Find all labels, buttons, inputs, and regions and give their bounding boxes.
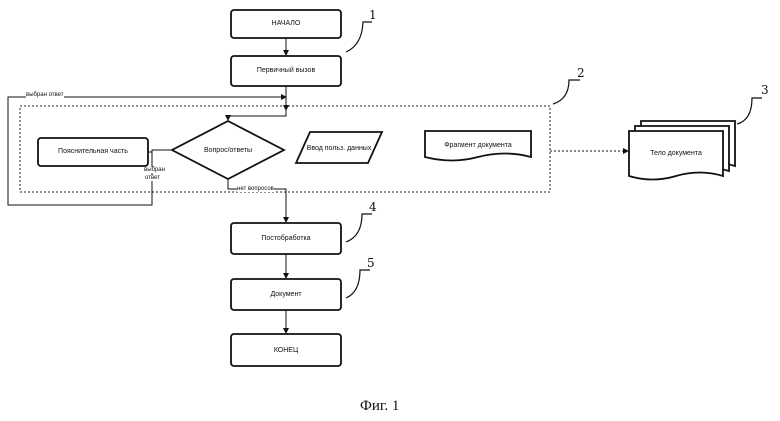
question-label: Вопрос/ответы xyxy=(180,147,276,154)
primary-call-label: Первичный вызов xyxy=(231,67,341,74)
callout-leader-1 xyxy=(346,22,372,52)
callout-leader-5 xyxy=(346,270,370,298)
end-label: КОНЕЦ xyxy=(231,347,341,354)
edge-label-answer-selected-top: выбран ответ xyxy=(26,92,64,98)
explanatory-label: Пояснительная часть xyxy=(38,148,148,155)
edge-to-decision xyxy=(228,110,286,120)
start-label: НАЧАЛО xyxy=(231,20,341,27)
figure-caption: Фиг. 1 xyxy=(360,399,399,414)
callout-leader-4 xyxy=(346,214,372,242)
callout-4: 4 xyxy=(369,201,377,213)
doc-body-label: Тело документа xyxy=(629,150,723,157)
fragment-label: Фрагмент документа xyxy=(425,142,531,149)
edge-explanatory-decision xyxy=(148,150,171,152)
callout-1: 1 xyxy=(369,9,377,21)
edge-label-answer-selected-side-1: выбран xyxy=(144,167,165,173)
user-input-label: Ввод польз. данных xyxy=(298,145,380,152)
edge-label-answer-selected-side-2: ответ xyxy=(145,175,160,181)
callout-5: 5 xyxy=(367,257,375,269)
callout-leader-2 xyxy=(553,80,580,104)
document-label: Документ xyxy=(231,291,341,298)
callout-3: 3 xyxy=(761,84,769,96)
postprocess-label: Постобработка xyxy=(231,235,341,242)
callout-2: 2 xyxy=(577,67,585,79)
callout-leader-3 xyxy=(737,98,762,124)
edge-label-no-questions: нет вопросов xyxy=(237,186,274,192)
